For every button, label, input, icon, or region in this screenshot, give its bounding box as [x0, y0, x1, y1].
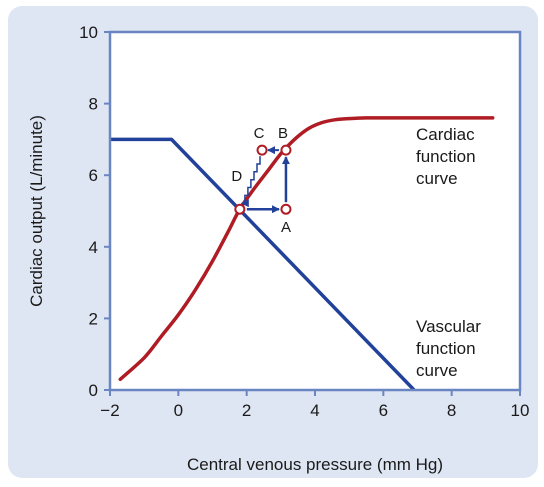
- curves: [110, 116, 495, 392]
- point-b-marker: [280, 144, 292, 156]
- point-c-label: C: [254, 125, 265, 142]
- staircase-c-to-d: [240, 156, 261, 208]
- point-d-label: D: [231, 168, 242, 185]
- y-tick-label: 6: [89, 166, 98, 185]
- y-tick-label: 2: [89, 309, 98, 328]
- vascular-function-curve: [110, 137, 416, 392]
- x-tick-label: 8: [447, 401, 456, 420]
- x-axis-label: Central venous pressure (mm Hg): [187, 455, 443, 474]
- y-tick-label: 8: [89, 95, 98, 114]
- annotations: A BC D: [231, 125, 292, 236]
- y-tick-label: 4: [89, 238, 98, 257]
- point-a-label: A: [281, 219, 291, 236]
- y-tick-label: 10: [79, 23, 98, 42]
- x-tick-label: 10: [511, 401, 530, 420]
- y-axis-label: Cardiac output (L/minute): [27, 115, 46, 307]
- cardiac-function-curve: [118, 116, 495, 382]
- x-tick-label: 2: [242, 401, 251, 420]
- point-d-marker: [234, 203, 246, 215]
- x-tick-label: 4: [310, 401, 319, 420]
- point-b-label: B: [278, 125, 288, 142]
- point-a-marker: [280, 203, 292, 215]
- plot-area: [110, 32, 520, 390]
- labels: Central venous pressure (mm Hg) Cardiac …: [27, 115, 481, 474]
- y-tick-label: 0: [89, 381, 98, 400]
- x-tick-label: 6: [379, 401, 388, 420]
- x-tick-label: −2: [100, 401, 119, 420]
- point-c-marker: [256, 144, 268, 156]
- x-tick-label: 0: [174, 401, 183, 420]
